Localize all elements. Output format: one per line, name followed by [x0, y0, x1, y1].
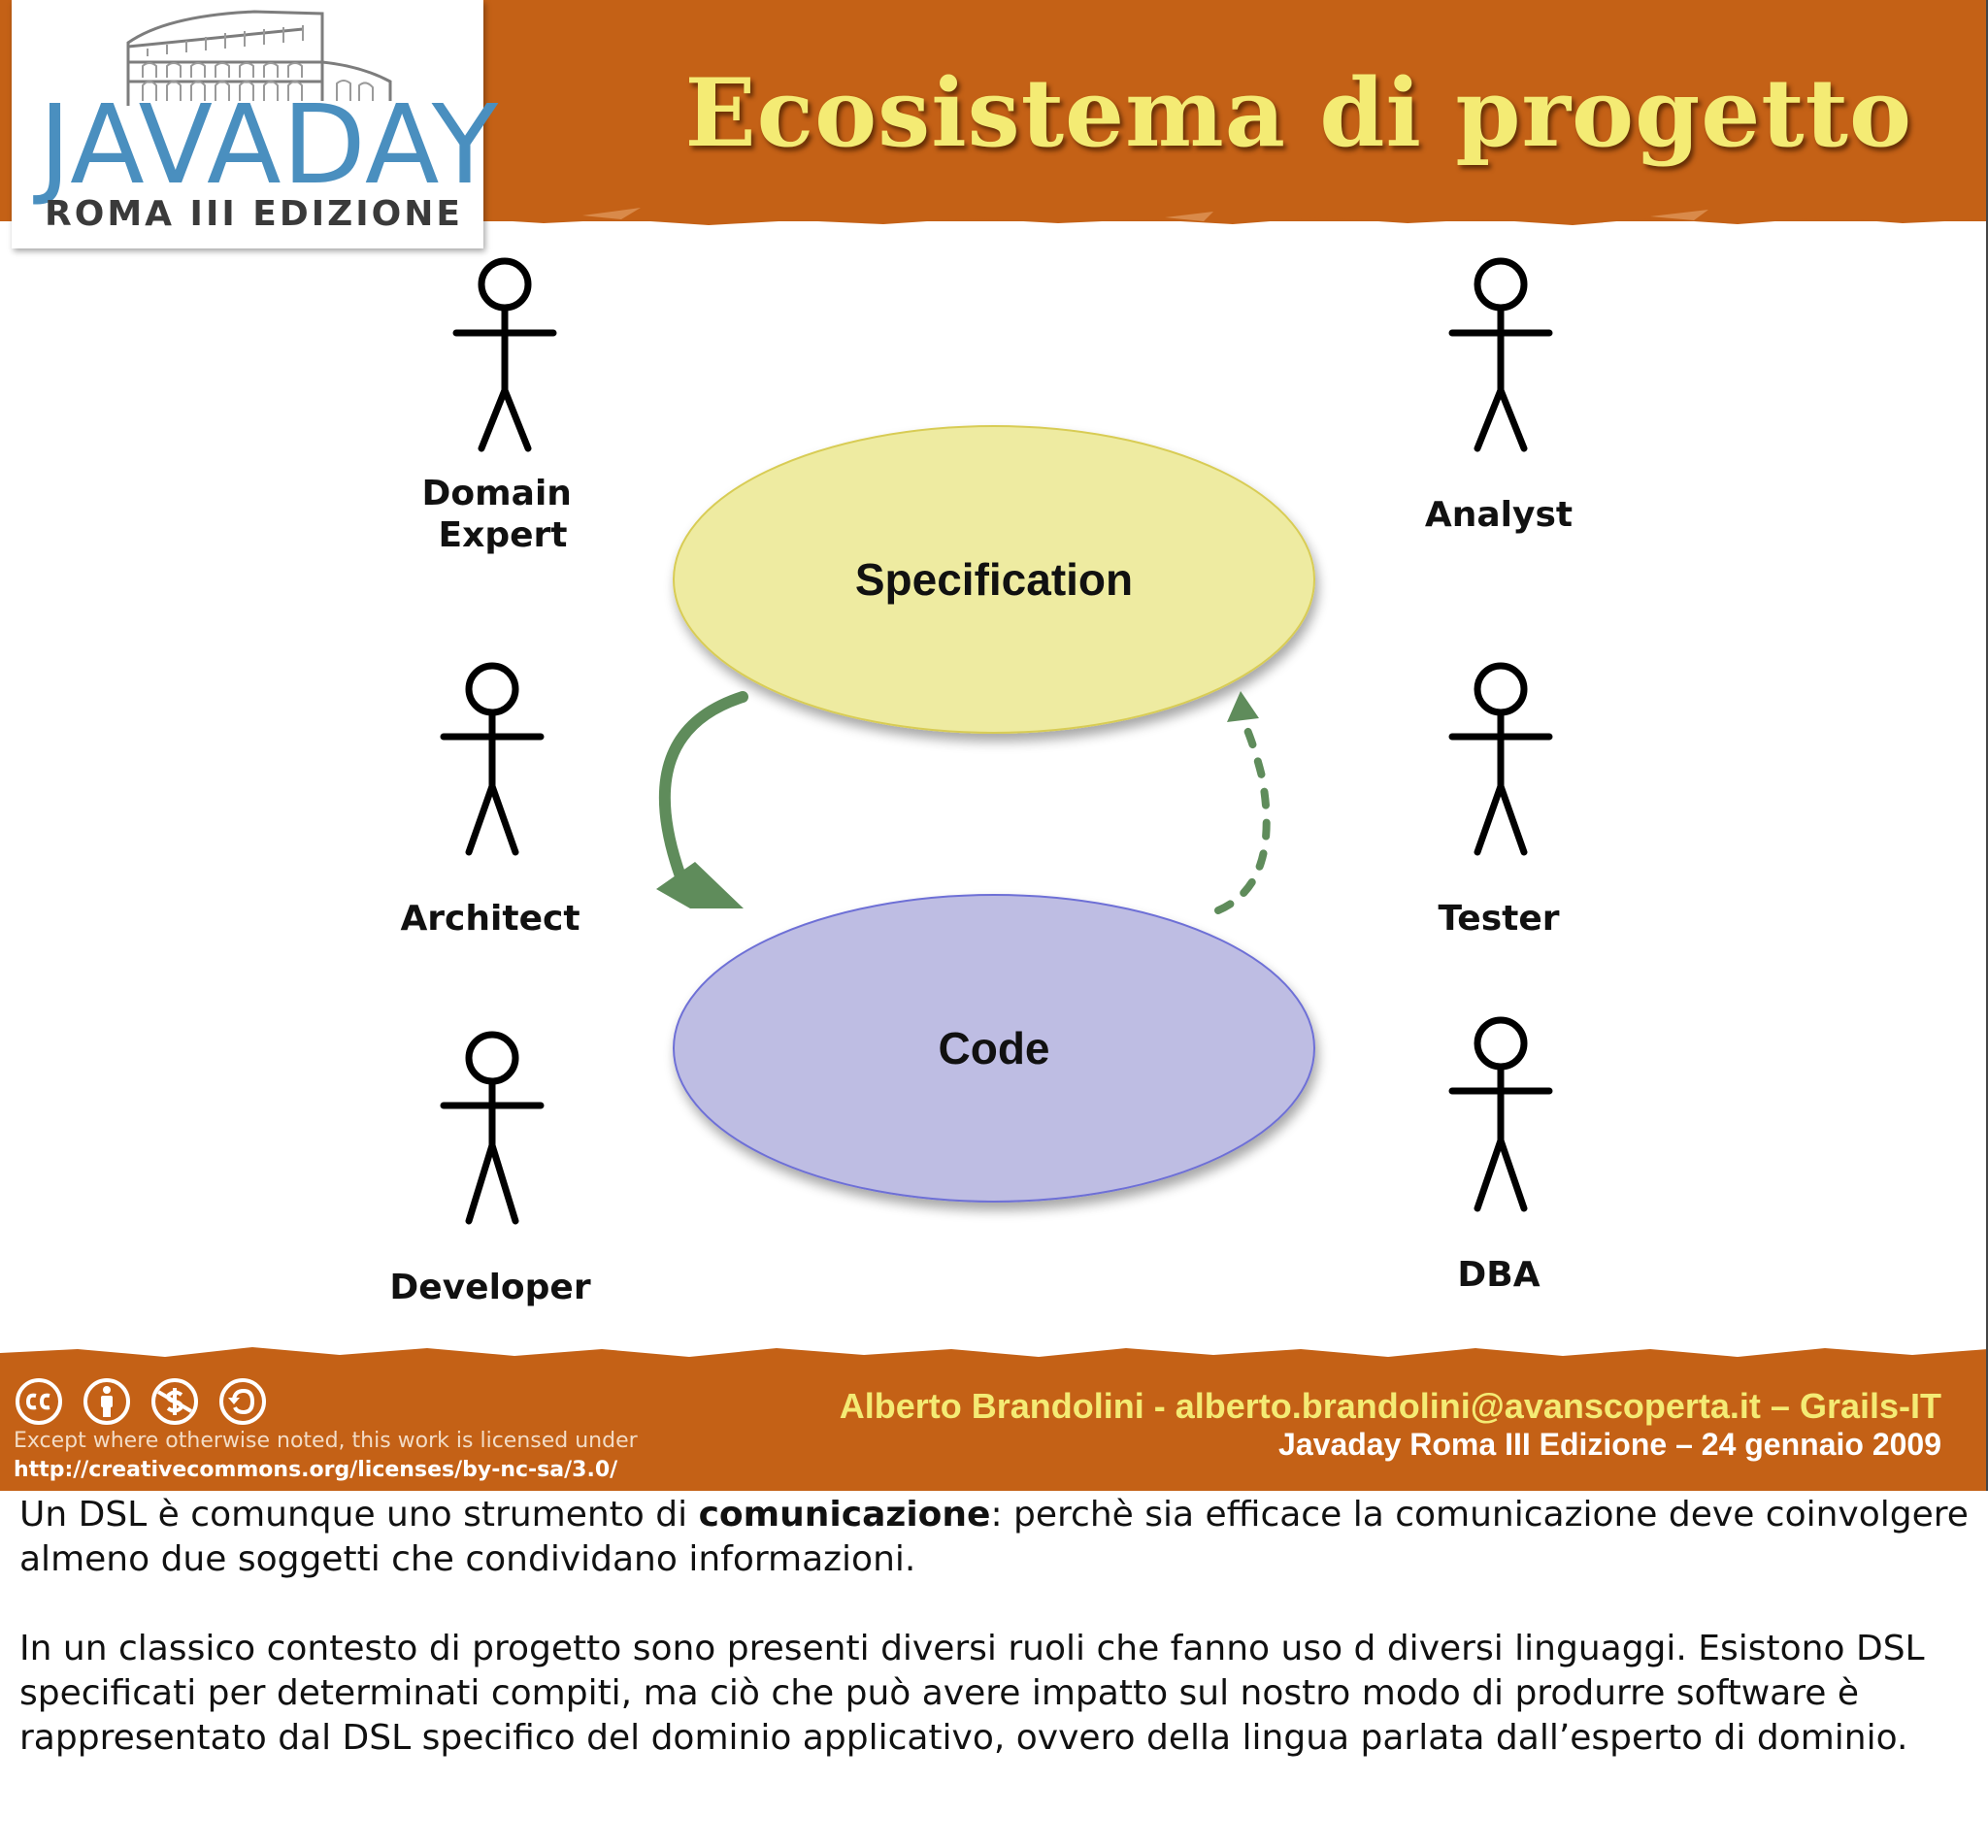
colosseum-icon — [126, 10, 392, 106]
code-ellipse: Code — [673, 894, 1315, 1203]
notes-paragraph-2: In un classico contesto di progetto sono… — [19, 1629, 1925, 1758]
actor-analyst-label: Analyst — [1425, 495, 1573, 535]
speaker-notes: Un DSL è comunque uno strumento di comun… — [19, 1493, 1971, 1761]
javaday-logo: JAVADAY ROMA III EDIZIONE — [12, 0, 498, 248]
attribution-icon — [83, 1378, 130, 1425]
actor-architect-icon — [440, 662, 545, 856]
logo-edition: ROMA III EDIZIONE — [45, 194, 463, 234]
slide: Ecosistema di progetto JAVADAY ROMA III … — [0, 0, 1988, 1491]
slide-title: Ecosistema di progetto — [684, 58, 1912, 168]
actor-tester-icon — [1448, 662, 1553, 856]
actor-domain-expert-label-line2: Expert — [439, 515, 568, 555]
noncommercial-icon — [151, 1378, 198, 1425]
notes-p1-end: : perchè sia efficace la comunicazione d… — [19, 1495, 1969, 1579]
code-to-spec-arrowhead — [1227, 691, 1259, 722]
actor-dba-label: DBA — [1457, 1255, 1540, 1295]
actor-architect-label: Architect — [400, 899, 580, 939]
notes-p1-start: Un DSL è comunque uno strumento di — [19, 1495, 699, 1534]
notes-paragraph-1: Un DSL è comunque uno strumento di comun… — [19, 1493, 1971, 1582]
specification-label: Specification — [855, 554, 1133, 605]
license-icons — [14, 1376, 268, 1427]
event-line: Javaday Roma III Edizione – 24 gennaio 2… — [1278, 1427, 1941, 1462]
code-label: Code — [939, 1023, 1050, 1073]
actor-domain-expert-icon — [452, 257, 557, 452]
actor-analyst-icon — [1448, 257, 1553, 452]
specification-ellipse: Specification — [673, 425, 1315, 734]
author-line: Alberto Brandolini - alberto.brandolini@… — [839, 1386, 1941, 1426]
actor-developer-icon — [440, 1031, 545, 1225]
license-text: Except where otherwise noted, this work … — [14, 1429, 638, 1453]
header-torn-edge — [0, 194, 1986, 225]
ecosystem-diagram: Specification Code — [389, 257, 1573, 1307]
actor-developer-label: Developer — [389, 1268, 590, 1307]
spec-to-code-arrow — [658, 691, 748, 879]
sharealike-icon — [219, 1378, 266, 1425]
license-url-link[interactable]: http://creativecommons.org/licenses/by-n… — [14, 1458, 618, 1482]
spec-to-code-arrowhead — [656, 862, 744, 908]
footer-band — [0, 1357, 1986, 1491]
logo-wordmark: JAVADAY — [39, 82, 500, 209]
notes-p1-bold: comunicazione — [698, 1495, 991, 1534]
actor-tester-label: Tester — [1439, 899, 1560, 939]
code-to-spec-dashed-arrow — [1214, 719, 1271, 914]
actor-domain-expert-label-line1: Domain — [422, 474, 572, 513]
actor-dba-icon — [1448, 1016, 1553, 1212]
actor-domain-expert-label: Domain Expert — [422, 474, 584, 555]
cc-icon — [16, 1378, 62, 1425]
